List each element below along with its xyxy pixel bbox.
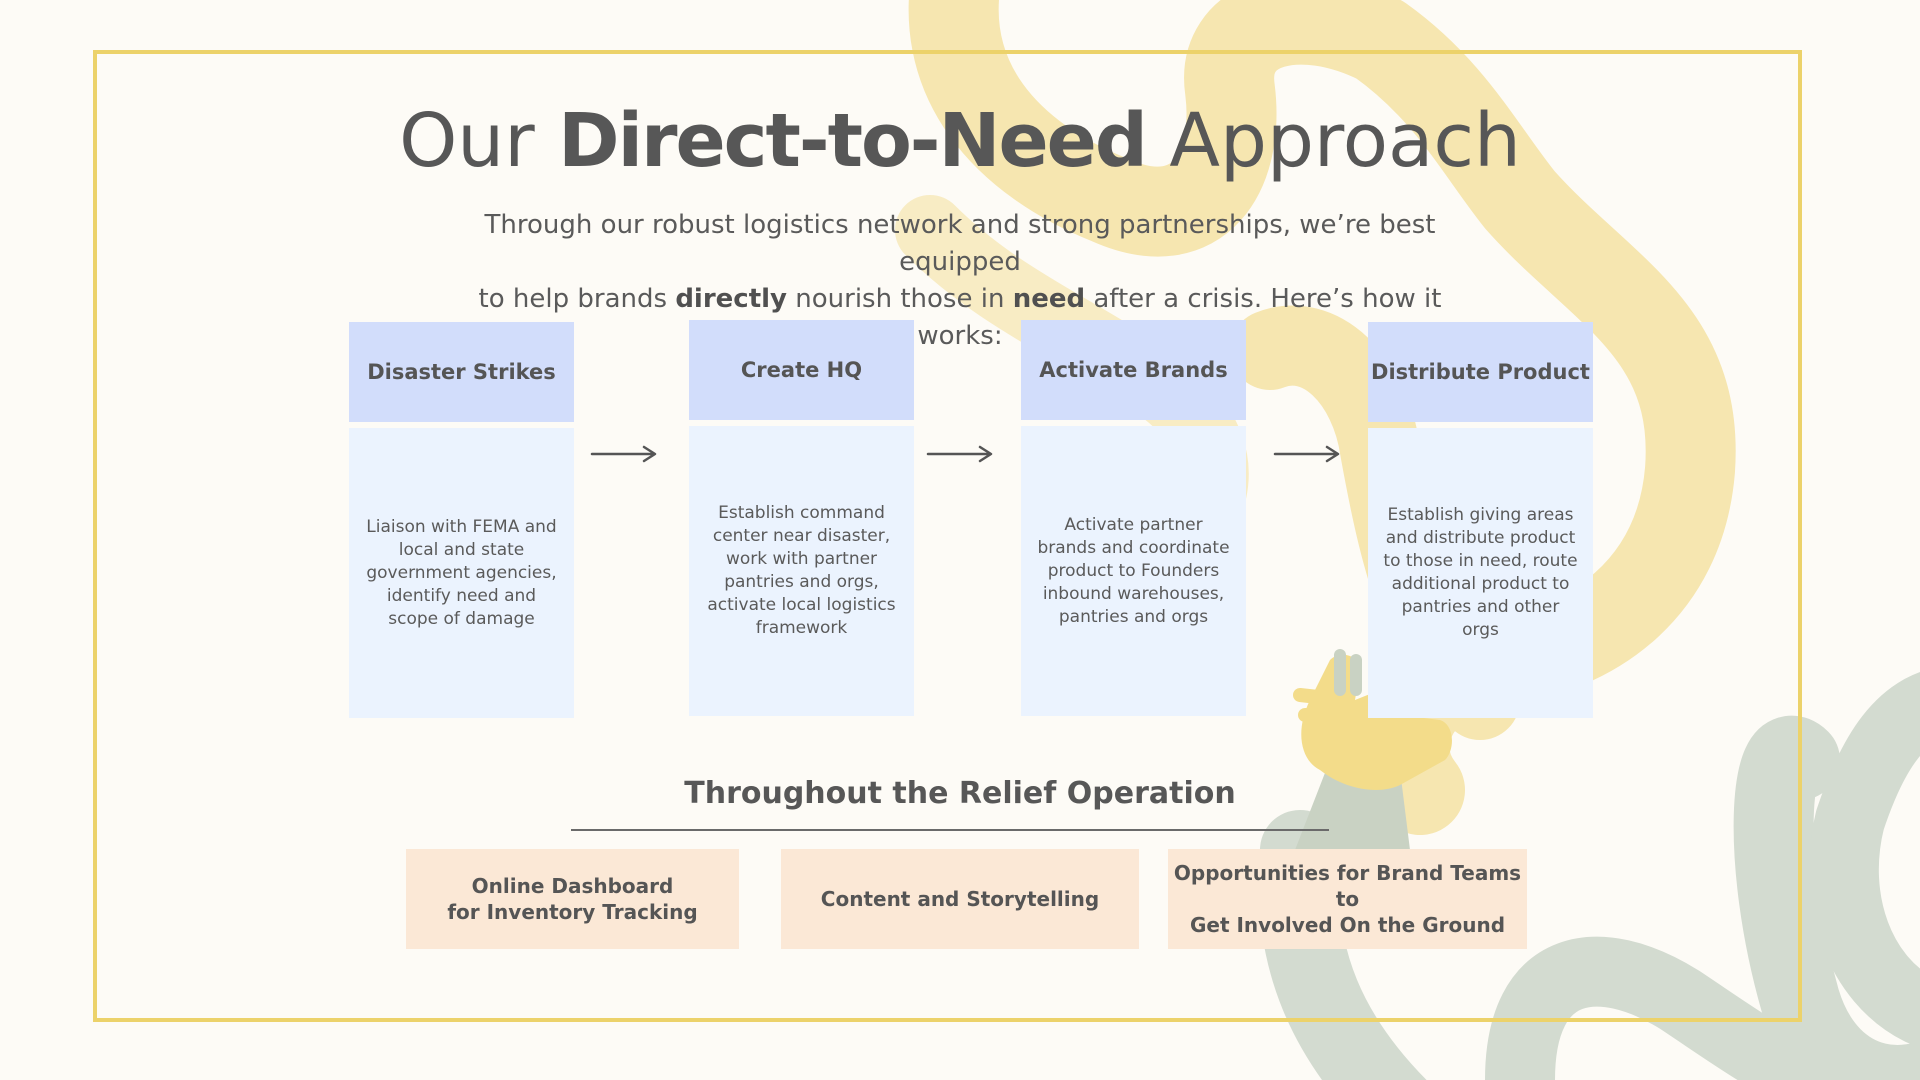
- step-description: Establish command center near disaster, …: [689, 426, 914, 716]
- relief-item-line: Get Involved On the Ground: [1189, 913, 1506, 937]
- subtitle-line1: Through our robust logistics network and…: [484, 210, 1436, 277]
- step-card-activate-brands: Activate Brands Activate partner brands …: [1021, 320, 1246, 716]
- title-prefix: Our: [399, 98, 535, 184]
- subtitle: Through our robust logistics network and…: [460, 207, 1460, 355]
- subtitle-bold-directly: directly: [675, 284, 787, 314]
- relief-item-storytelling: Content and Storytelling: [781, 849, 1139, 949]
- relief-item-line: Opportunities for Brand Teams to: [1173, 861, 1522, 911]
- relief-item-line: Online Dashboard: [471, 874, 674, 898]
- step-card-create-hq: Create HQ Establish command center near …: [689, 320, 914, 716]
- step-title: Distribute Product: [1368, 322, 1593, 422]
- right-arrow-icon: [1273, 445, 1340, 463]
- right-arrow-icon: [926, 445, 993, 463]
- relief-item-line: for Inventory Tracking: [447, 900, 698, 924]
- subtitle-line2-post: after a crisis. Here’s how it works:: [917, 284, 1442, 351]
- subtitle-line2-pre: to help brands: [478, 284, 668, 314]
- slide-frame: [93, 50, 1802, 1022]
- step-card-disaster-strikes: Disaster Strikes Liaison with FEMA and l…: [349, 322, 574, 718]
- relief-heading: Throughout the Relief Operation: [684, 776, 1236, 811]
- step-title: Disaster Strikes: [349, 322, 574, 422]
- step-title: Create HQ: [689, 320, 914, 420]
- step-description: Liaison with FEMA and local and state go…: [349, 428, 574, 718]
- page-title: Our Direct-to-Need Approach: [0, 96, 1920, 186]
- step-description: Establish giving areas and distribute pr…: [1368, 428, 1593, 718]
- subtitle-line2-mid: nourish those in: [795, 284, 1005, 314]
- title-emphasis: Direct-to-Need: [558, 98, 1148, 184]
- step-title: Activate Brands: [1021, 320, 1246, 420]
- relief-item-dashboard: Online Dashboard for Inventory Tracking: [406, 849, 739, 949]
- relief-item-brand-teams: Opportunities for Brand Teams to Get Inv…: [1168, 849, 1527, 949]
- right-arrow-icon: [590, 445, 657, 463]
- subtitle-bold-need: need: [1012, 284, 1086, 314]
- raised-hand-illustration: [1293, 649, 1452, 850]
- step-description: Activate partner brands and coordinate p…: [1021, 426, 1246, 716]
- divider: [571, 829, 1329, 831]
- relief-item-line: Content and Storytelling: [820, 887, 1100, 911]
- green-squiggle-right: [1485, 672, 1920, 1080]
- title-suffix: Approach: [1169, 98, 1521, 184]
- step-card-distribute-product: Distribute Product Establish giving area…: [1368, 322, 1593, 718]
